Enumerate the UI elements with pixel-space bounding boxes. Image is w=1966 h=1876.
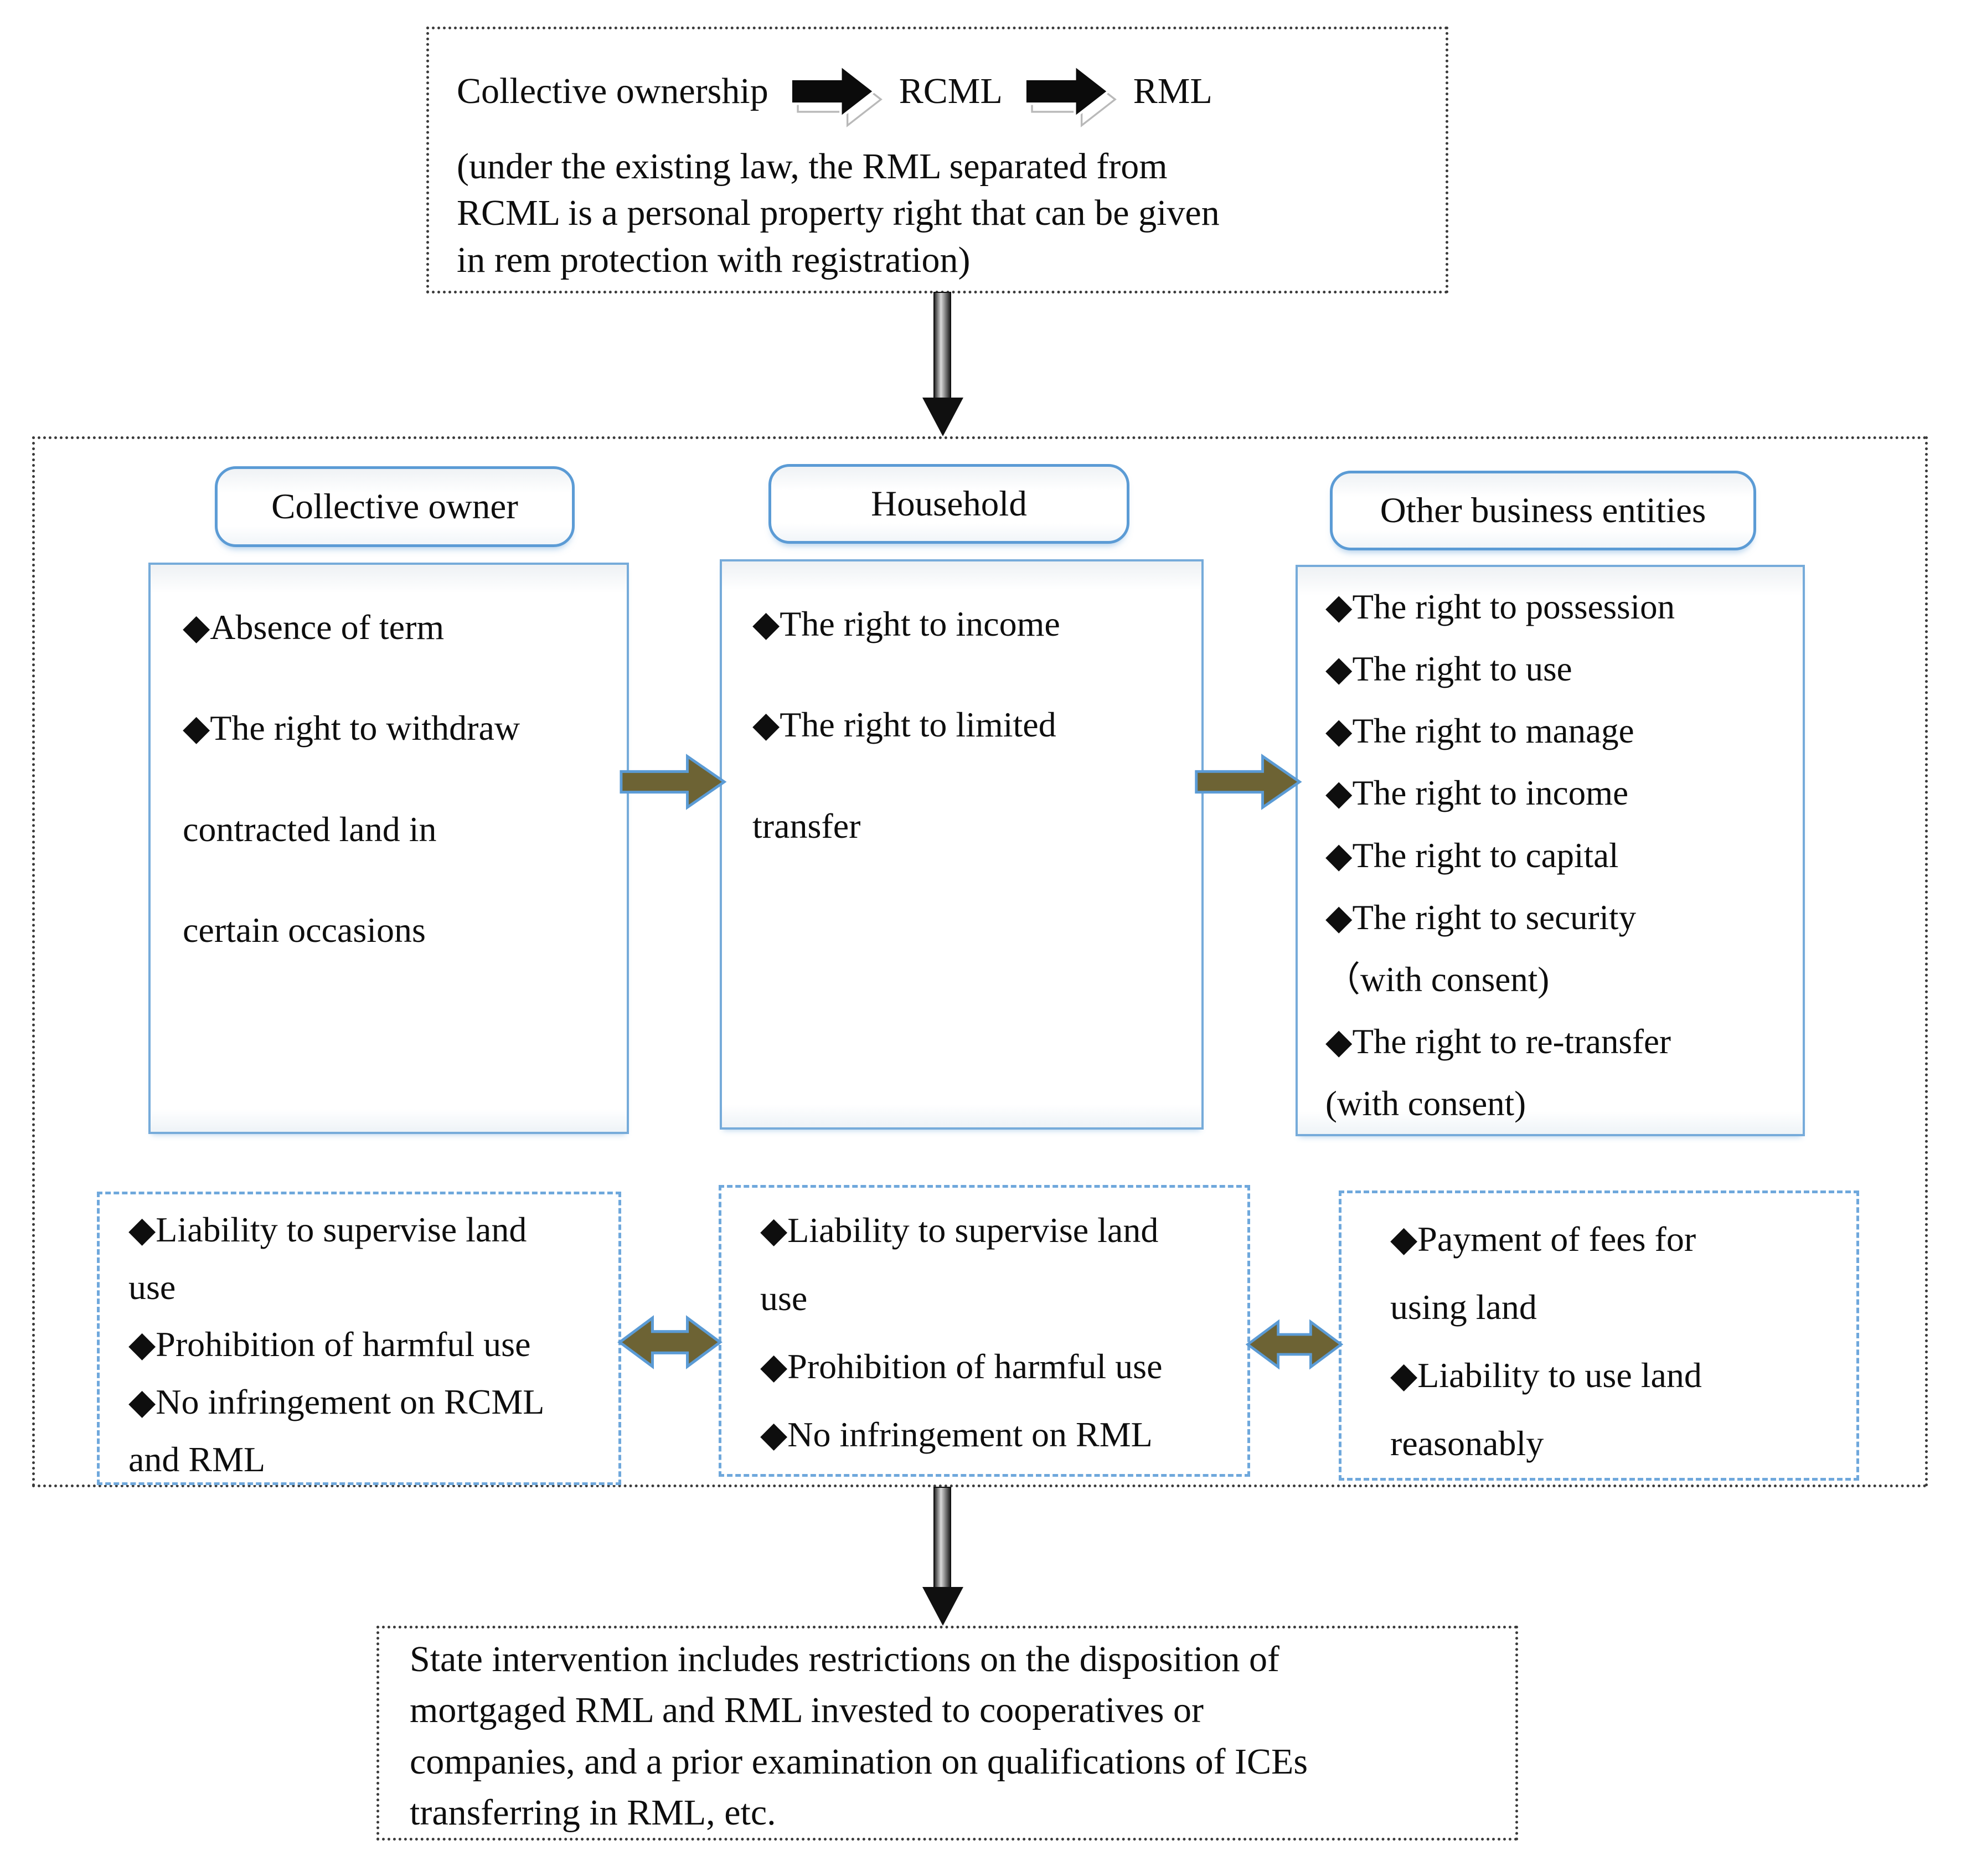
- header-household: Household: [768, 464, 1129, 544]
- header-collective-owner: Collective owner: [215, 466, 575, 547]
- double-arrow-icon: [617, 1315, 723, 1369]
- top-note-box: Collective ownership RCML RML (under the…: [426, 27, 1448, 293]
- state-intervention-box: State intervention includes restrictions…: [376, 1626, 1518, 1841]
- top-note-text: (under the existing law, the RML separat…: [457, 146, 1220, 280]
- duties-box-collective-owner: ◆Liability to supervise land use ◆Prohib…: [97, 1192, 621, 1485]
- transfer-arrow-icon: [620, 754, 727, 810]
- duties-box-household: ◆Liability to supervise land use ◆Prohib…: [719, 1185, 1250, 1477]
- rights-box-household: ◆The right to income ◆The right to limit…: [720, 559, 1204, 1130]
- rights-box-other-business-entities: ◆The right to possession ◆The right to u…: [1296, 565, 1805, 1136]
- flow-mid-label: RCML: [899, 71, 1003, 111]
- double-arrow-icon: [1245, 1319, 1344, 1370]
- right-arrow-icon: [1024, 63, 1117, 128]
- header-label: Other business entities: [1380, 490, 1706, 530]
- transfer-arrow-icon: [1195, 754, 1302, 810]
- rights-box-collective-owner: ◆Absence of term ◆The right to withdraw …: [148, 563, 629, 1134]
- header-other-business-entities: Other business entities: [1330, 471, 1756, 550]
- duties-box-other-business-entities: ◆Payment of fees for using land ◆Liabili…: [1339, 1190, 1859, 1481]
- flow-start-label: Collective ownership: [457, 71, 768, 111]
- down-arrow-icon: [922, 1487, 963, 1626]
- right-arrow-icon: [790, 63, 883, 128]
- ownership-flow: Collective ownership RCML RML: [457, 44, 1418, 139]
- down-arrow-icon: [922, 292, 963, 436]
- header-label: Collective owner: [271, 486, 518, 527]
- header-label: Household: [871, 483, 1027, 524]
- flow-end-label: RML: [1133, 71, 1212, 111]
